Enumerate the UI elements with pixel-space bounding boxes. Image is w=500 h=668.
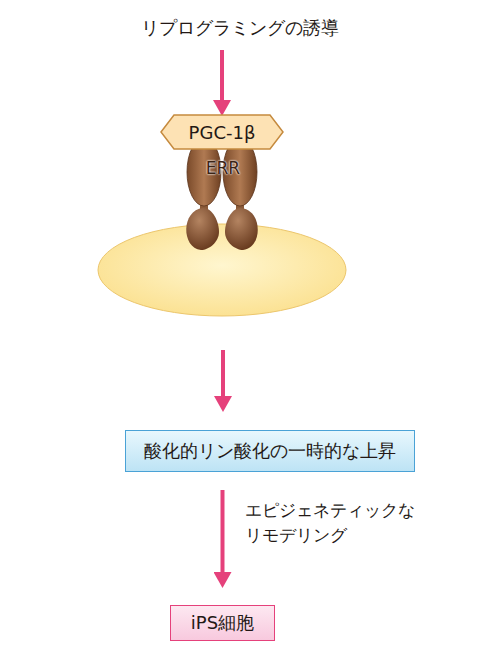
process-box: 酸化的リン酸化の一時的な上昇 [125, 430, 415, 472]
result-box: iPS細胞 [170, 605, 275, 641]
node-text: iPS細胞 [191, 611, 254, 635]
flow-arrow [221, 490, 225, 572]
coactivator-hexagon: PGC-1β [160, 114, 284, 150]
node-text: ERR [97, 158, 349, 178]
node-text: 酸化的リン酸化の一時的な上昇 [144, 439, 396, 463]
edge-label: エピジェネティックな リモデリング [245, 498, 425, 548]
input-arrow [213, 50, 231, 116]
heading-label: リプログラミングの誘導 [0, 16, 500, 40]
receptor-complex: ERR [97, 136, 349, 322]
node-text: PGC-1β [189, 122, 256, 143]
flow-arrow [221, 350, 225, 396]
